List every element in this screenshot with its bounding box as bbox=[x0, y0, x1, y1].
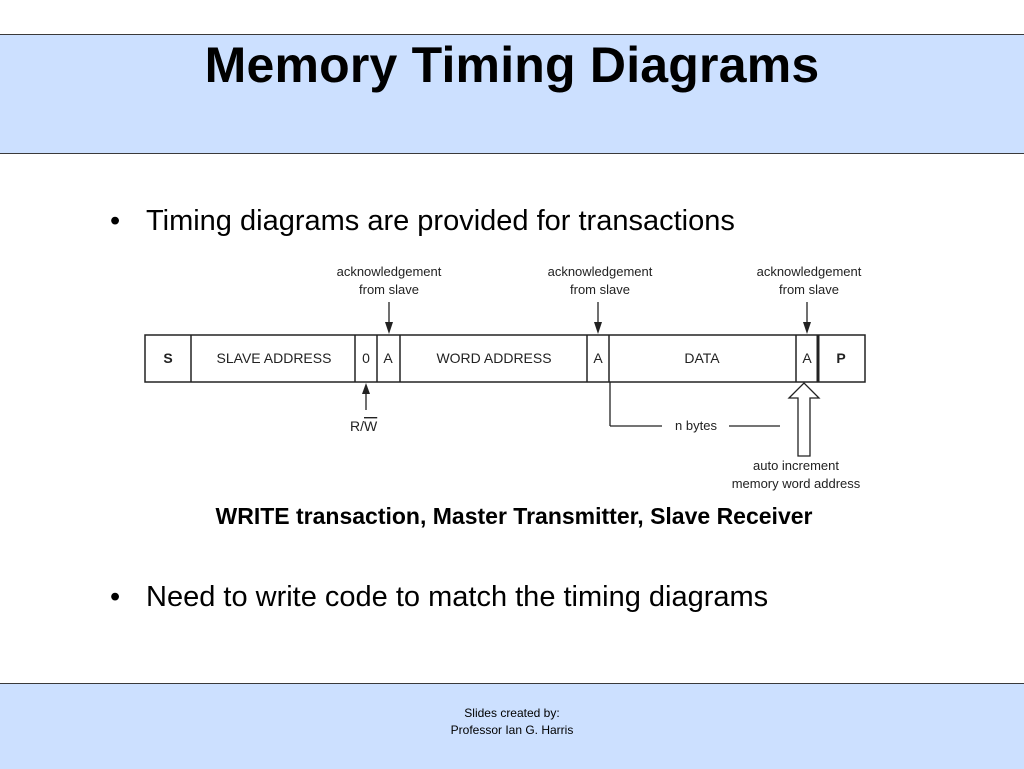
field-word-address: WORD ADDRESS bbox=[436, 350, 551, 366]
bullet-item-2: • Need to write code to match the timing … bbox=[110, 580, 768, 614]
ack-label-2-line1: acknowledgement bbox=[548, 264, 653, 279]
field-stop: P bbox=[836, 350, 845, 366]
bullet-text-1: Timing diagrams are provided for transac… bbox=[146, 205, 735, 237]
rw-label-r: R/ bbox=[350, 418, 364, 434]
field-ack-2: A bbox=[593, 350, 603, 366]
footer-credit-line2: Professor Ian G. Harris bbox=[450, 723, 574, 737]
field-ack-1: A bbox=[383, 350, 393, 366]
frame-row bbox=[144, 334, 866, 383]
bullet-marker: • bbox=[110, 205, 121, 237]
bullet-marker: • bbox=[110, 581, 121, 613]
rw-arrow bbox=[362, 383, 370, 410]
ack-label-3-line1: acknowledgement bbox=[757, 264, 862, 279]
auto-increment-arrow bbox=[787, 382, 821, 457]
footer-credit-line1: Slides created by: bbox=[464, 706, 560, 720]
timing-diagram: acknowledgement from slave acknowledgeme… bbox=[144, 264, 866, 491]
diagram-caption: WRITE transaction, Master Transmitter, S… bbox=[215, 503, 813, 529]
n-bytes-bracket bbox=[609, 382, 780, 427]
field-start: S bbox=[163, 350, 172, 366]
rw-label-w: W bbox=[364, 418, 378, 434]
auto-increment-line1: auto increment bbox=[753, 458, 839, 473]
slide-title: Memory Timing Diagrams bbox=[204, 37, 820, 93]
bullet-item-1: • Timing diagrams are provided for transa… bbox=[110, 204, 735, 238]
field-ack-3: A bbox=[802, 350, 812, 366]
bullet-text-2: Need to write code to match the timing d… bbox=[146, 581, 769, 613]
footer-bar bbox=[0, 683, 1024, 769]
field-rw-bit: 0 bbox=[362, 350, 370, 366]
auto-increment-line2: memory word address bbox=[732, 476, 861, 491]
n-bytes-label: n bytes bbox=[675, 418, 717, 433]
field-slave-address: SLAVE ADDRESS bbox=[217, 350, 332, 366]
ack-label-3-line2: from slave bbox=[779, 282, 839, 297]
title-bar bbox=[0, 34, 1024, 154]
ack-label-1-line2: from slave bbox=[359, 282, 419, 297]
ack-label-1-line1: acknowledgement bbox=[337, 264, 442, 279]
rw-label: R/W bbox=[350, 418, 378, 434]
ack-label-2-line2: from slave bbox=[570, 282, 630, 297]
field-data: DATA bbox=[684, 350, 720, 366]
ack-arrows bbox=[385, 302, 811, 334]
